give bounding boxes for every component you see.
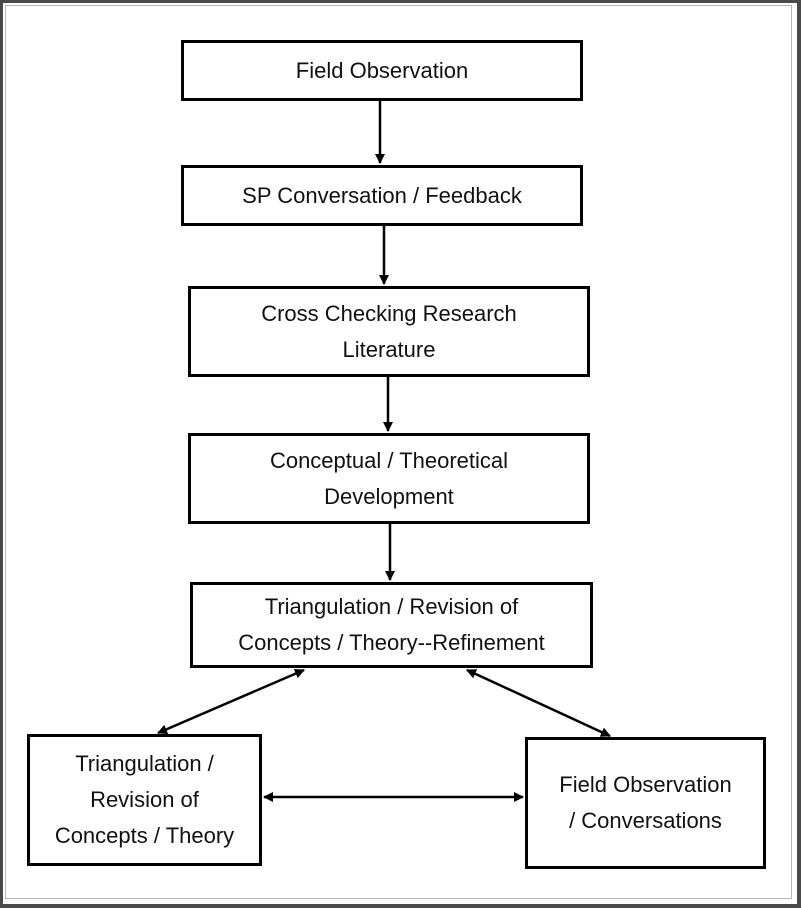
node-triangulation-revision-left: Triangulation / Revision of Concepts / T… bbox=[27, 734, 262, 866]
node-conceptual-theoretical-development: Conceptual / Theoretical Development bbox=[188, 433, 590, 524]
node-cross-checking-research-literature: Cross Checking Research Literature bbox=[188, 286, 590, 377]
node-label: Field Observation / Conversations bbox=[559, 772, 732, 833]
node-label: Triangulation / Revision of Concepts / T… bbox=[54, 751, 235, 848]
node-label: Triangulation / Revision of Concepts / T… bbox=[238, 594, 545, 655]
node-label: Field Observation bbox=[295, 57, 469, 83]
node-field-observation: Field Observation bbox=[181, 40, 583, 101]
node-label: SP Conversation / Feedback bbox=[242, 182, 522, 208]
inner-frame bbox=[5, 5, 792, 899]
node-triangulation-refinement: Triangulation / Revision of Concepts / T… bbox=[190, 582, 593, 668]
edge-refinement-to-field-observation-right bbox=[466, 668, 611, 738]
node-field-observation-conversations: Field Observation / Conversations bbox=[525, 737, 766, 869]
node-label: Conceptual / Theoretical Development bbox=[269, 447, 509, 509]
node-sp-conversation-feedback: SP Conversation / Feedback bbox=[181, 165, 583, 226]
edge-refinement-to-triangulation-left bbox=[157, 668, 305, 735]
node-label: Cross Checking Research Literature bbox=[261, 300, 517, 362]
